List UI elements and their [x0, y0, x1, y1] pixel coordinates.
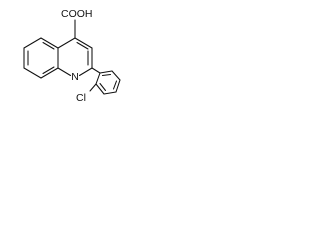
bond: [40, 37, 59, 49]
nitrogen-label: N: [71, 71, 79, 83]
chlorophenyl-ring: [95, 70, 121, 95]
chlorine-bond: [89, 83, 97, 92]
bond: [40, 67, 59, 79]
double-bond-inner: [99, 82, 107, 92]
bond: [95, 72, 101, 85]
pyridine-ring: [57, 37, 93, 77]
bond: [103, 91, 117, 95]
carboxyl-label: COOH: [61, 8, 93, 20]
double-bond-inner: [101, 73, 112, 77]
aryl-link-bond: [91, 67, 101, 74]
bond: [95, 83, 105, 95]
double-bond-inner: [112, 80, 118, 90]
bond: [57, 67, 72, 77]
bond: [78, 67, 93, 77]
double-bond-inner: [42, 41, 55, 50]
double-bond-inner: [76, 41, 89, 50]
bond: [115, 79, 121, 93]
bond: [57, 37, 76, 49]
benzo-ring: [23, 37, 59, 79]
bond: [74, 37, 93, 49]
bond: [111, 70, 121, 81]
double-bond-inner: [42, 66, 55, 75]
bond: [99, 70, 113, 74]
chlorine-label: Cl: [76, 92, 86, 104]
chemical-structure-diagram: COOH N Cl: [23, 8, 121, 104]
bond: [23, 67, 42, 79]
bond: [23, 37, 42, 49]
